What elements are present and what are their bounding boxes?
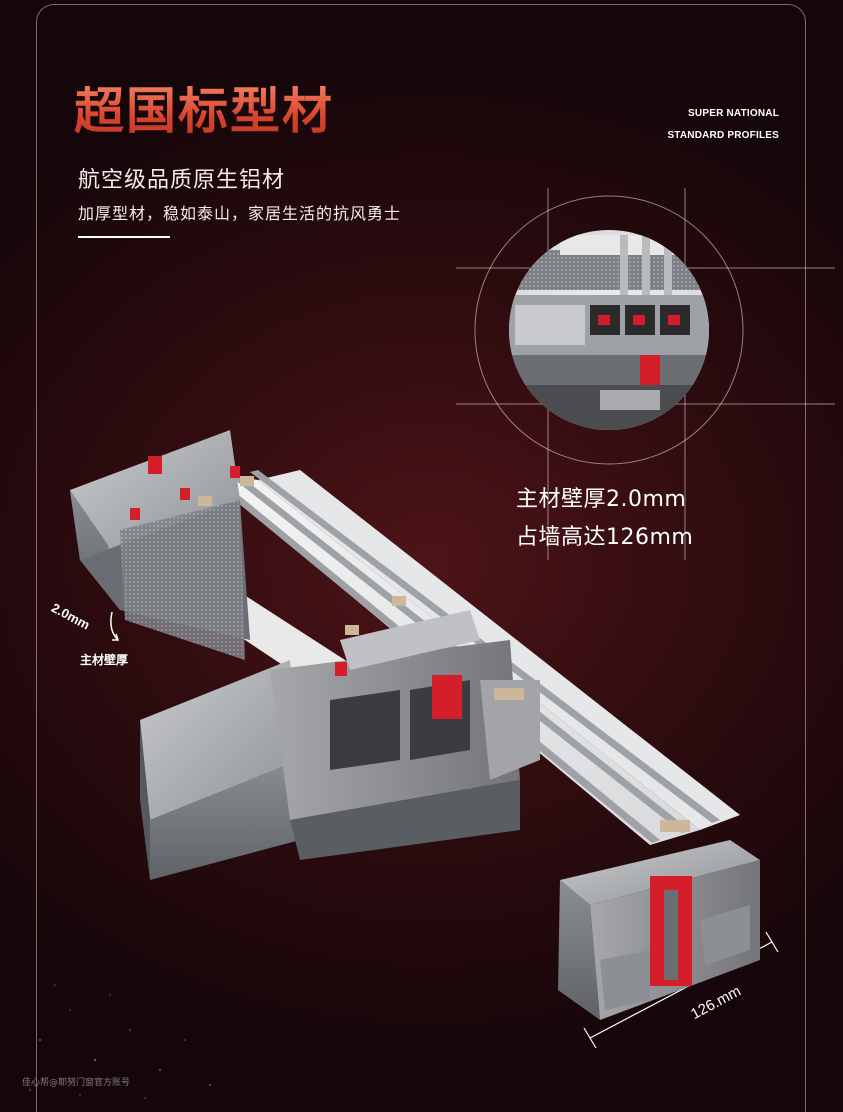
- subtitle: 航空级品质原生铝材: [78, 168, 286, 193]
- thickness-arrow: [110, 611, 120, 641]
- spec-wall-height: 占墙高达126mm: [516, 525, 694, 550]
- profile-section: [70, 430, 760, 1020]
- tagline: 加厚型材，稳如泰山，家居生活的抗风勇士: [78, 204, 402, 223]
- title-underline: [78, 236, 170, 238]
- english-title-line2: STANDARD PROFILES: [667, 130, 779, 141]
- english-title-line1: SUPER NATIONAL: [688, 108, 779, 119]
- spec-wall-thickness: 主材壁厚2.0mm: [516, 487, 687, 512]
- watermark: 佳心帮@耶努门窗官方账号: [22, 1078, 131, 1088]
- english-title: SUPER NATIONAL STANDARD PROFILES: [667, 103, 779, 147]
- page-title: 超国标型材: [74, 82, 334, 140]
- dust-particles: [29, 984, 211, 1099]
- thickness-caption: 主材壁厚: [80, 653, 129, 667]
